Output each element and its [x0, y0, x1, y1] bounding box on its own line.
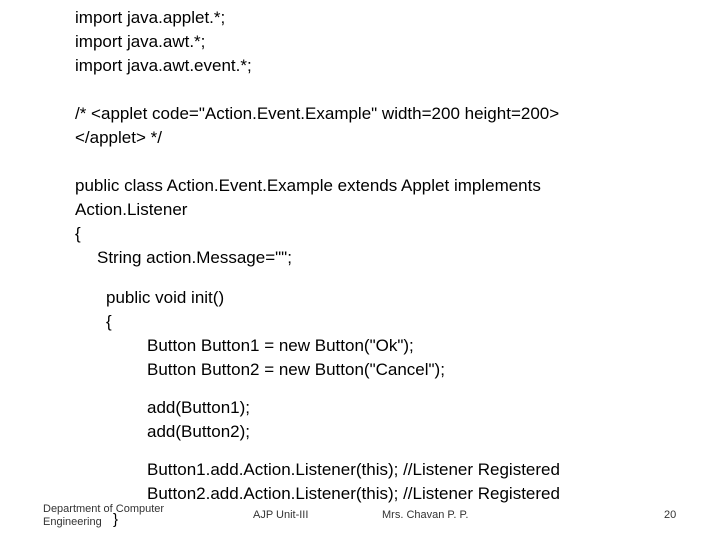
code-line: Button Button1 = new Button("Ok");	[147, 336, 414, 355]
closing-brace: }	[113, 511, 119, 528]
code-line: import java.awt.event.*;	[75, 56, 252, 75]
code-line: /* <applet code="Action.Event.Example" w…	[75, 104, 560, 123]
code-line: add(Button1);	[147, 398, 251, 417]
department-label-cont: Engineering	[43, 516, 102, 528]
code-line: Button1.add.Action.Listener(this); //Lis…	[147, 460, 560, 479]
code-line: add(Button2);	[147, 422, 251, 441]
code-line: Action.Listener	[75, 200, 188, 219]
code-line: import java.awt.*;	[75, 32, 206, 51]
course-label: AJP Unit-III	[253, 509, 309, 521]
code-line: import java.applet.*;	[75, 8, 226, 27]
code-line: </applet> */	[75, 128, 162, 147]
code-line: Button2.add.Action.Listener(this); //Lis…	[147, 484, 560, 503]
code-line: {	[75, 224, 81, 243]
author-label: Mrs. Chavan P. P.	[382, 509, 469, 521]
department-label: Department of Computer	[43, 503, 165, 515]
code-line: public class Action.Event.Example extend…	[75, 176, 541, 195]
page-number: 20	[664, 509, 677, 521]
code-line: public void init()	[106, 288, 225, 307]
code-line: String action.Message="";	[97, 248, 292, 267]
code-line: {	[106, 312, 112, 331]
code-line: Button Button2 = new Button("Cancel");	[147, 360, 445, 379]
